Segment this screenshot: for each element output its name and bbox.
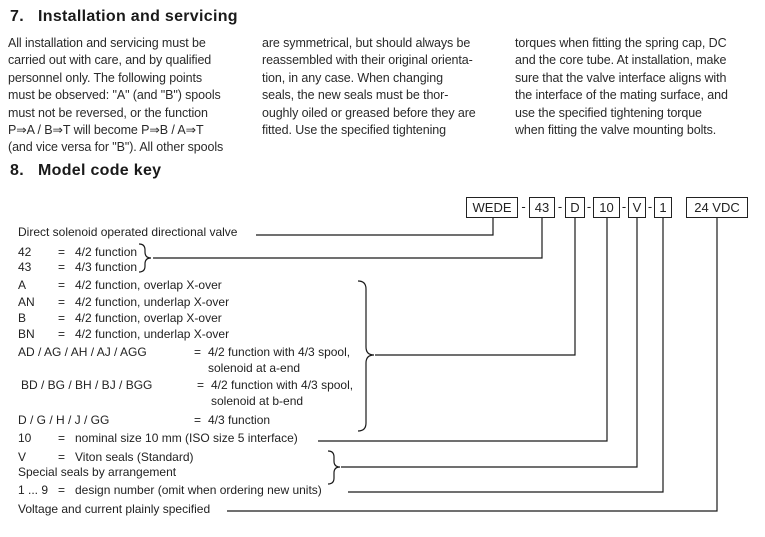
code-box-design: 1 bbox=[654, 197, 672, 218]
code-box-spool: D bbox=[565, 197, 585, 218]
section8-title: Model code key bbox=[38, 162, 162, 179]
code-box-wede: WEDE bbox=[466, 197, 518, 218]
key-row-43: 43 = 4/3 function bbox=[18, 260, 138, 274]
code-box-function: 43 bbox=[529, 197, 555, 218]
section7-heading: 7. Installation and servicing bbox=[10, 8, 238, 26]
section7-number: 7. bbox=[10, 8, 24, 25]
key-row-design-number: 1 ... 9 = design number (omit when order… bbox=[18, 483, 322, 497]
code-separator: - bbox=[586, 199, 592, 214]
key-row-42: 42 = 4/2 function bbox=[18, 245, 138, 259]
section8-number: 8. bbox=[10, 162, 24, 179]
key-row-an: AN = 4/2 function, underlap X-over bbox=[18, 295, 230, 309]
code-box-seals: V bbox=[628, 197, 646, 218]
code-separator: - bbox=[647, 199, 653, 214]
code-separator: - bbox=[621, 199, 627, 214]
code-box-size: 10 bbox=[593, 197, 620, 218]
code-separator: - bbox=[557, 199, 563, 214]
section7-column-2: are symmetrical, but should always be re… bbox=[262, 36, 476, 138]
code-separator: - bbox=[521, 199, 526, 214]
section8-heading: 8. Model code key bbox=[10, 162, 161, 180]
key-row-bd-group: BD / BG / BH / BJ / BGG = 4/2 function w… bbox=[21, 378, 354, 408]
key-row-valve-type: Direct solenoid operated directional val… bbox=[18, 225, 238, 239]
key-row-a: A = 4/2 function, overlap X-over bbox=[18, 278, 222, 292]
section7-column-3: torques when fitting the spring cap, DC … bbox=[515, 36, 728, 138]
code-box-voltage: 24 VDC bbox=[686, 197, 748, 218]
key-row-voltage: Voltage and current plainly specified bbox=[18, 502, 211, 516]
key-row-size: 10 = nominal size 10 mm (ISO size 5 inte… bbox=[18, 431, 298, 445]
key-row-special-seals: Special seals by arrangement bbox=[18, 465, 177, 479]
key-row-d-group: D / G / H / J / GG = 4/3 function bbox=[18, 413, 271, 427]
section7-title: Installation and servicing bbox=[38, 8, 238, 25]
key-row-ad-group: AD / AG / AH / AJ / AGG = 4/2 function w… bbox=[18, 345, 351, 375]
key-row-b: B = 4/2 function, overlap X-over bbox=[18, 311, 222, 325]
section7-column-1: All installation and servicing must be c… bbox=[8, 36, 224, 155]
key-row-viton: V = Viton seals (Standard) bbox=[18, 450, 194, 464]
key-row-bn: BN = 4/2 function, underlap X-over bbox=[18, 327, 230, 341]
